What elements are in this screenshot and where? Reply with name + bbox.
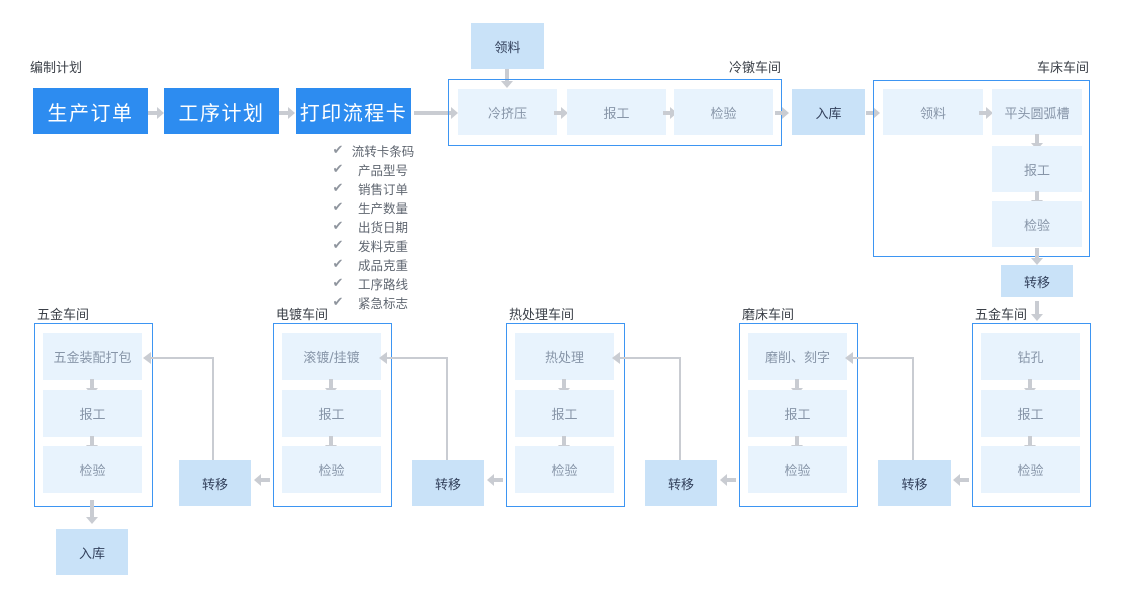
arrow-right-icon	[775, 107, 789, 119]
step-print-flow-card: 打印流程卡	[296, 88, 411, 134]
checklist-item: ✔生产数量	[332, 200, 408, 216]
checklist-item: ✔工序路线	[332, 276, 408, 292]
connector-line	[150, 357, 214, 460]
checklist-item: ✔成品克重	[332, 257, 408, 273]
check-icon: ✔	[332, 295, 344, 310]
checklist-item: ✔发料克重	[332, 238, 408, 254]
workshop-title: 五金车间	[975, 308, 1028, 323]
node-inspection: 检验	[43, 446, 142, 493]
check-icon: ✔	[332, 143, 344, 158]
workshop-title: 五金车间	[37, 308, 90, 323]
check-icon: ✔	[332, 219, 344, 234]
arrow-right-icon	[554, 107, 568, 119]
node-flat-head-arc-groove: 平头圆弧槽	[992, 89, 1082, 135]
workshop-title: 冷镦车间	[729, 61, 782, 76]
arrow-left-icon	[379, 352, 387, 364]
arrow-left-icon	[612, 352, 620, 364]
node-transfer: 转移	[1001, 265, 1073, 297]
node-material-pickup: 领料	[883, 89, 983, 135]
checklist-item: ✔出货日期	[332, 219, 408, 235]
arrow-left-icon	[720, 474, 736, 486]
node-transfer: 转移	[645, 460, 717, 506]
arrow-down-icon	[86, 500, 98, 524]
node-inbound: 入库	[792, 89, 865, 135]
node-inspection: 检验	[515, 446, 614, 493]
node-inspection: 检验	[748, 446, 847, 493]
node-material-pickup: 领料	[471, 23, 544, 69]
node-assembly-packing: 五金装配打包	[43, 333, 142, 380]
check-icon: ✔	[332, 162, 344, 177]
node-work-report: 报工	[43, 390, 142, 437]
node-work-report: 报工	[748, 390, 847, 437]
arrow-down-icon	[501, 69, 513, 88]
connector-line	[386, 357, 448, 460]
arrow-left-icon	[254, 474, 270, 486]
node-work-report: 报工	[515, 390, 614, 437]
connector-line	[852, 357, 914, 460]
planning-label: 编制计划	[30, 61, 83, 76]
node-inspection: 检验	[674, 89, 773, 135]
checklist-item: ✔流转卡条码	[332, 143, 415, 159]
arrow-right-icon	[866, 107, 880, 119]
step-process-plan: 工序计划	[164, 88, 279, 134]
workshop-heat-treatment	[506, 323, 625, 507]
checklist-item: ✔销售订单	[332, 181, 408, 197]
node-inspection: 检验	[981, 446, 1080, 493]
check-icon: ✔	[332, 181, 344, 196]
check-icon: ✔	[332, 238, 344, 253]
workshop-title: 电镀车间	[276, 308, 329, 323]
arrow-down-icon	[1031, 248, 1043, 265]
check-icon: ✔	[332, 276, 344, 291]
check-icon: ✔	[332, 200, 344, 215]
arrow-left-icon	[845, 352, 853, 364]
node-work-report: 报工	[992, 146, 1082, 192]
node-work-report: 报工	[981, 390, 1080, 437]
checklist-item: ✔紧急标志	[332, 295, 408, 311]
workshop-electroplating	[273, 323, 392, 507]
arrow-right-icon	[148, 107, 164, 119]
arrow-right-icon	[414, 107, 458, 119]
step-production-order: 生产订单	[33, 88, 148, 134]
node-transfer: 转移	[179, 460, 251, 506]
node-transfer: 转移	[412, 460, 484, 506]
node-work-report: 报工	[567, 89, 666, 135]
workshop-grinding	[739, 323, 858, 507]
arrow-down-icon	[1031, 301, 1043, 321]
node-drilling: 钻孔	[981, 333, 1080, 380]
flow-card-checklist: ✔流转卡条码 ✔产品型号 ✔销售订单 ✔生产数量 ✔出货日期 ✔发料克重 ✔成品…	[331, 141, 415, 312]
arrow-left-icon	[143, 352, 151, 364]
node-grinding-engraving: 磨削、刻字	[748, 333, 847, 380]
arrow-right-icon	[663, 107, 677, 119]
arrow-right-icon	[279, 107, 295, 119]
connector-line	[619, 357, 681, 460]
node-inspection: 检验	[282, 446, 381, 493]
workshop-title: 热处理车间	[509, 308, 575, 323]
arrow-left-icon	[953, 474, 969, 486]
node-cold-extrusion: 冷挤压	[458, 89, 557, 135]
arrow-left-icon	[487, 474, 503, 486]
workshop-title: 磨床车间	[742, 308, 795, 323]
node-heat-treatment: 热处理	[515, 333, 614, 380]
arrow-right-icon	[979, 107, 993, 119]
node-barrel-rack-plating: 滚镀/挂镀	[282, 333, 381, 380]
node-inbound: 入库	[56, 529, 128, 575]
workshop-title: 车床车间	[1037, 61, 1090, 76]
workshop-lathe	[873, 80, 1090, 257]
checklist-item: ✔产品型号	[332, 162, 408, 178]
node-transfer: 转移	[878, 460, 951, 506]
node-inspection: 检验	[992, 201, 1082, 247]
check-icon: ✔	[332, 257, 344, 272]
workshop-hardware-right	[972, 323, 1091, 507]
node-work-report: 报工	[282, 390, 381, 437]
